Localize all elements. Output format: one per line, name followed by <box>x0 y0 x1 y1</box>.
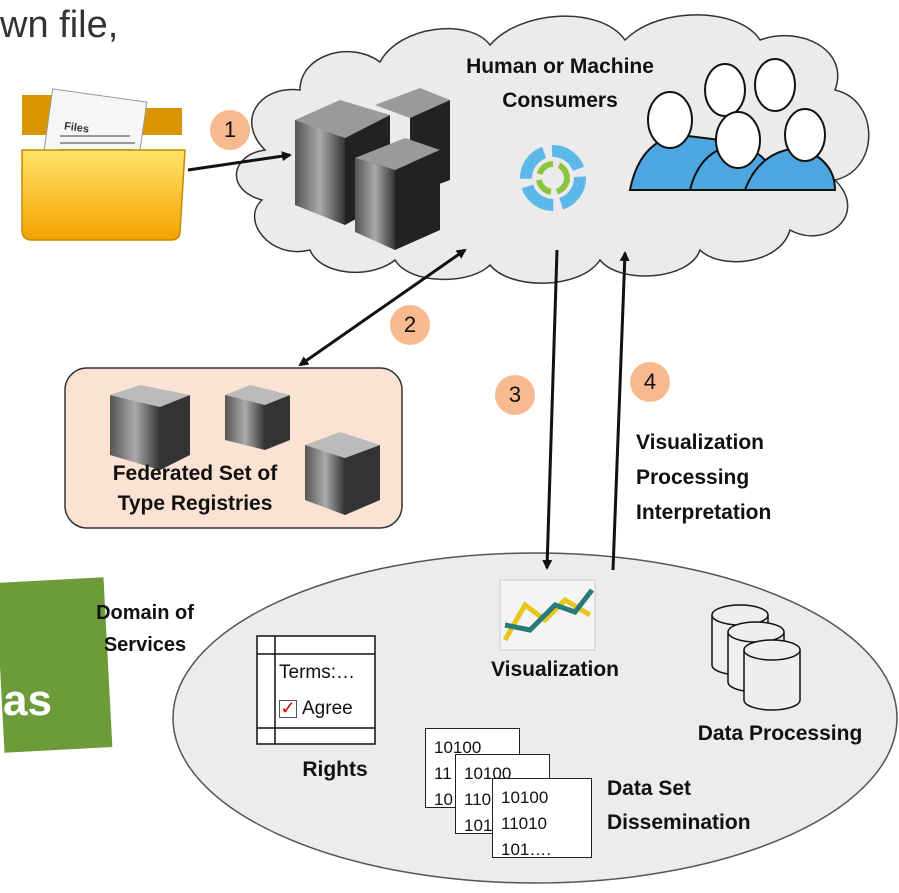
dataset-caption-line1: Data Set <box>607 777 692 800</box>
step-badge-3: 3 <box>495 375 535 415</box>
cycle-icon <box>520 145 586 211</box>
dataset-doc-1-line2: 11 <box>434 764 452 783</box>
top-text: wn file, <box>0 4 119 46</box>
domain-label: Domain of Services <box>70 597 220 661</box>
rights-form <box>256 635 376 745</box>
visualization-label: Visualization <box>491 658 619 681</box>
server-cluster-icon <box>295 88 450 250</box>
database-icon <box>711 604 801 711</box>
registries-label-line2: Type Registries <box>117 492 273 515</box>
arrow-3 <box>542 249 559 570</box>
process-label-line2: Processing <box>636 466 750 489</box>
green-box <box>0 577 113 753</box>
dataset-doc-3-line3: 101…. <box>501 840 552 859</box>
dataset-doc-1-line3: 10 <box>434 790 453 809</box>
registries-label-line1: Federated Set of <box>112 462 278 485</box>
arrow-4 <box>611 251 630 571</box>
step-badge-2: 2 <box>390 305 430 345</box>
rights-caption: Rights <box>302 758 368 781</box>
rights-terms-text: Terms:… <box>279 662 355 683</box>
people-icon <box>628 58 837 191</box>
process-label-line1: Visualization <box>636 431 764 454</box>
dataset-caption: Data Set Dissemination <box>607 772 827 840</box>
arrow-1 <box>187 151 292 172</box>
dataset-doc-2-line2: 110 <box>464 790 492 809</box>
dataset-caption-line2: Dissemination <box>607 811 751 834</box>
dataset-doc-3-line1: 10100 <box>501 788 549 807</box>
cloud-title: Human or Machine Consumers <box>420 50 700 118</box>
checkmark-icon: ✓ <box>279 698 297 718</box>
rights-agree-text: Agree <box>302 698 353 719</box>
cloud-title-line1: Human or Machine <box>466 55 654 78</box>
registry-servers-icon <box>110 385 380 515</box>
dataset-doc-3: 10100 11010 101…. <box>492 778 592 859</box>
dataset-doc-1-line1: 10100 <box>434 738 482 757</box>
domain-label-line1: Domain of <box>96 602 194 624</box>
green-box-text: as <box>3 676 52 725</box>
process-label: Visualization Processing Interpretation <box>636 425 886 530</box>
rights-agree-check: ✓ Agree <box>279 698 353 720</box>
data-processing-label: Data Processing <box>697 722 863 745</box>
step-badge-1: 1 <box>210 110 250 150</box>
files-folder-icon <box>21 88 186 241</box>
process-label-line3: Interpretation <box>636 501 772 524</box>
arrow-2 <box>298 248 467 367</box>
dataset-doc-3-line2: 11010 <box>501 814 548 833</box>
cloud-title-line2: Consumers <box>502 89 618 112</box>
chart-icon <box>499 579 596 651</box>
dataset-doc-2-line3: 101 <box>464 816 493 835</box>
registries-label: Federated Set of Type Registries <box>80 459 310 519</box>
step-badge-4: 4 <box>630 362 670 402</box>
domain-label-line2: Services <box>103 634 187 656</box>
